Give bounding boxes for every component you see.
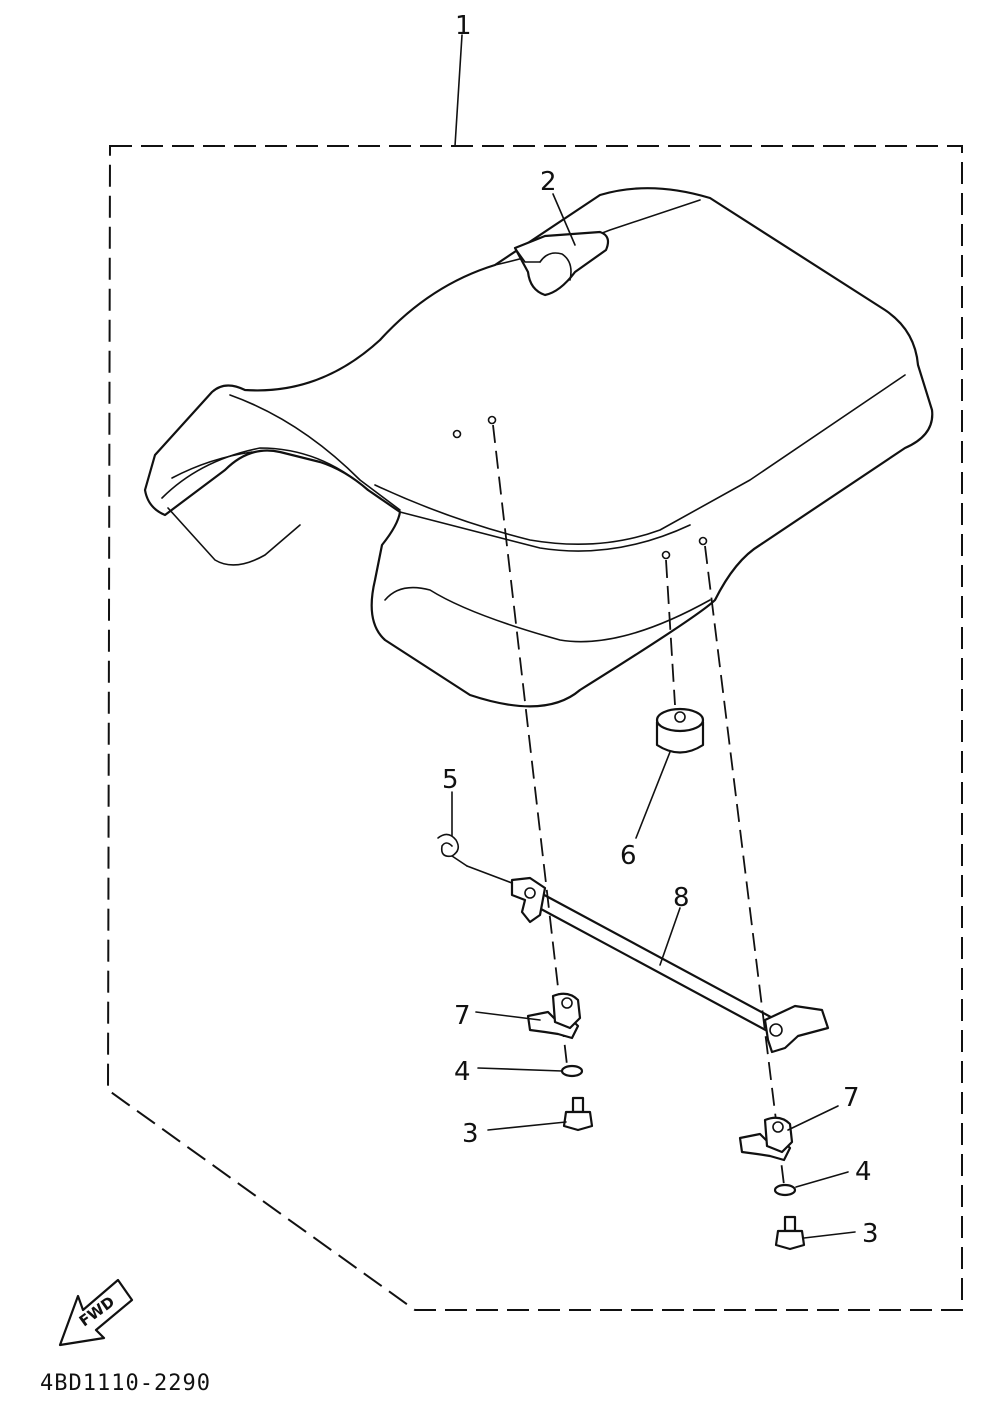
- washer-left: [560, 1064, 584, 1078]
- leader-4b: [795, 1171, 849, 1188]
- callout-5: 5: [442, 765, 459, 795]
- bracket-left: [526, 992, 582, 1040]
- damper: [655, 707, 705, 754]
- leader-3a: [487, 1121, 567, 1131]
- callout-7-right: 7: [843, 1083, 860, 1113]
- leader-2: [552, 193, 576, 246]
- axis-left: [492, 424, 568, 1066]
- callout-4-left: 4: [454, 1057, 471, 1087]
- callout-2: 2: [540, 167, 557, 197]
- axis-damper: [665, 559, 676, 706]
- callout-4-right: 4: [855, 1157, 872, 1187]
- seat: [143, 187, 934, 708]
- washer-right: [773, 1183, 797, 1197]
- leader-7a: [475, 1011, 541, 1021]
- callout-3-left: 3: [462, 1119, 479, 1149]
- leader-8: [659, 907, 681, 966]
- bracket-right: [738, 1116, 794, 1162]
- diagram-code: 4BD1110-2290: [40, 1371, 211, 1396]
- bolt-right: [774, 1215, 806, 1251]
- callout-7-left: 7: [454, 1001, 471, 1031]
- leader-1: [454, 34, 463, 147]
- spring: [437, 833, 468, 867]
- seat-lock-rod: [466, 865, 830, 1054]
- axis-right: [704, 545, 785, 1186]
- leader-7b: [787, 1105, 839, 1131]
- leader-6: [635, 751, 671, 839]
- bolt-left: [562, 1096, 594, 1132]
- callout-8: 8: [673, 883, 690, 913]
- seat-strap: [513, 230, 610, 297]
- fwd-arrow-icon: FWD: [58, 1278, 134, 1347]
- callout-6: 6: [620, 841, 637, 871]
- leader-4a: [477, 1067, 563, 1072]
- callout-1: 1: [455, 11, 472, 41]
- callout-3-right: 3: [862, 1219, 879, 1249]
- leader-3b: [803, 1231, 856, 1239]
